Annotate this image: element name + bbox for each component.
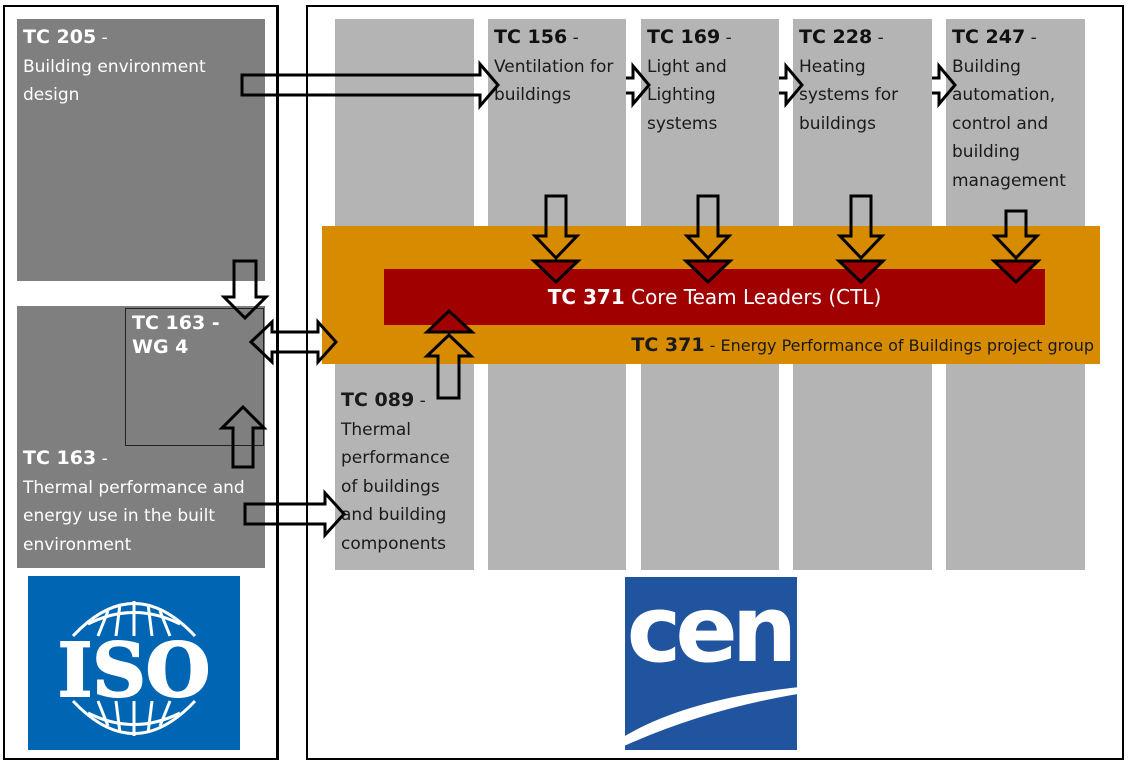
project-group-code: TC 371	[631, 334, 705, 356]
tc169-title: Light and Lighting systems	[647, 56, 727, 134]
tc089-label: TC 089 - Thermal performance of building…	[335, 382, 474, 562]
arrow-tc205-to-wg4	[220, 259, 270, 321]
core-team-band	[384, 269, 1045, 325]
tc205-sep: -	[96, 28, 108, 48]
tc163-sep: -	[96, 449, 108, 469]
tc156-code: TC 156	[494, 26, 568, 48]
arrow-tc247-down	[990, 209, 1042, 285]
tc205-box: TC 205 - Building environment design	[17, 19, 265, 281]
tc163-title: Thermal performance and energy use in th…	[23, 477, 245, 555]
tc163-label: TC 163 - Thermal performance and energy …	[17, 440, 265, 563]
cen-swoosh-icon: cen	[605, 576, 823, 753]
core-team-label: TC 371 Core Team Leaders (CTL)	[384, 269, 1045, 325]
tc156-sep: -	[567, 28, 579, 48]
core-team-title: Core Team Leaders (CTL)	[624, 285, 882, 309]
arrow-tc156-down	[530, 194, 582, 285]
arrow-tc156-to-tc169	[626, 61, 651, 109]
tc169-code: TC 169	[647, 26, 721, 48]
tc156-title: Ventilation for buildings	[494, 56, 614, 106]
project-group-label: TC 371 - Energy Performance of Buildings…	[510, 330, 1100, 361]
arrow-tc169-down	[682, 194, 734, 285]
tc163-box	[17, 306, 265, 568]
arrow-wg4-to-project-group	[248, 318, 339, 366]
arrow-tc228-down	[835, 194, 887, 285]
arrow-tc169-to-tc228	[779, 61, 804, 109]
tc228-code: TC 228	[799, 26, 873, 48]
iso-logo: ISO	[28, 576, 240, 750]
tc247-sep: -	[1025, 28, 1037, 48]
iso-logo-text: ISO	[58, 628, 211, 714]
arrow-tc163-to-tc089	[243, 489, 347, 539]
arrow-tc205-to-tc156	[240, 59, 500, 111]
cen-logo-text: cen	[627, 576, 791, 683]
project-group-title: - Energy Performance of Buildings projec…	[704, 336, 1094, 355]
tc089-sep: -	[414, 391, 426, 411]
tc228-sep: -	[872, 28, 884, 48]
wg4-code-line2: WG 4	[132, 336, 189, 358]
wg4-code-line1: TC 163 -	[132, 312, 220, 334]
iso-globe-icon: ISO	[57, 601, 211, 736]
tc089-title: Thermal performance of buildings and bui…	[341, 419, 450, 554]
tc169-sep: -	[720, 28, 732, 48]
tc228-title: Heating systems for buildings	[799, 56, 899, 134]
arrow-tc228-to-tc247	[932, 61, 957, 109]
tc205-title: Building environment design	[23, 56, 206, 106]
cen-logo: cen	[605, 576, 823, 753]
core-team-code: TC 371	[547, 285, 625, 309]
tc247-code: TC 247	[952, 26, 1026, 48]
wg4-box: TC 163 - WG 4	[125, 308, 264, 446]
tc205-code: TC 205	[23, 26, 97, 48]
arrow-tc163-to-wg4	[218, 404, 268, 469]
arrow-tc089-up	[423, 308, 476, 400]
tc247-title: Building automation, control and buildin…	[952, 56, 1066, 191]
tc163-code: TC 163	[23, 447, 97, 469]
tc089-code: TC 089	[341, 389, 415, 411]
